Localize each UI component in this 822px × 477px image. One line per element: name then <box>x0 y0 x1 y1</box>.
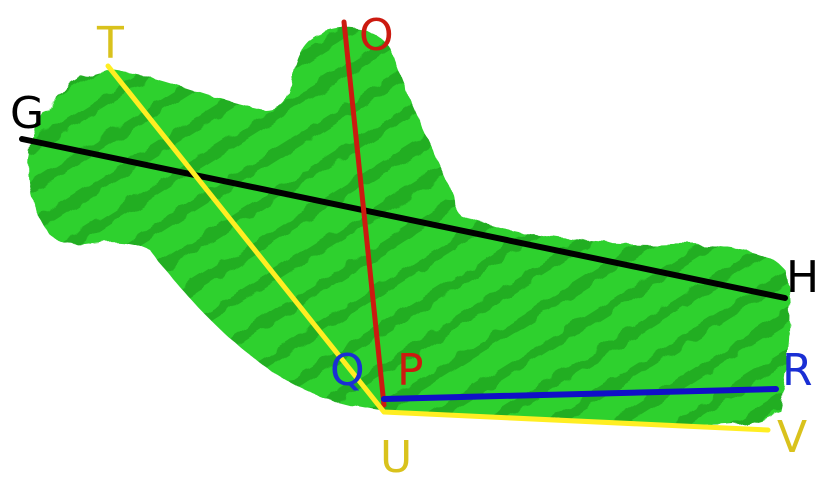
line-GH <box>19 136 788 301</box>
label-T: T <box>96 18 124 69</box>
label-O: O <box>359 10 394 61</box>
label-V: V <box>777 412 807 463</box>
protein-surface <box>28 27 791 427</box>
line-UV <box>381 409 771 433</box>
protein-lower-bulge <box>430 250 784 395</box>
label-Q: Q <box>330 345 365 396</box>
line-TU <box>105 63 387 415</box>
line-QR <box>381 386 779 402</box>
label-R: R <box>782 345 813 396</box>
label-U: U <box>380 432 412 477</box>
label-P: P <box>397 345 424 396</box>
line-OP <box>341 19 387 408</box>
label-G: G <box>10 88 44 139</box>
label-H: H <box>786 252 819 303</box>
